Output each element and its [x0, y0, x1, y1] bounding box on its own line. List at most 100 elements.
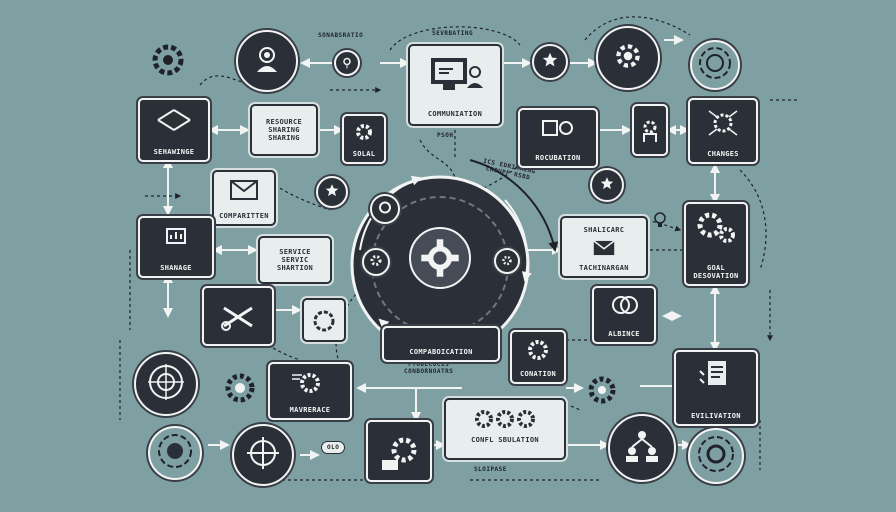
- node-target-top-right[interactable]: [690, 40, 740, 90]
- box-conation[interactable]: CONATION: [510, 330, 566, 384]
- coin-icon: [609, 293, 639, 319]
- caption-small-3: PTODECOCIS CONBORNOATRS: [404, 361, 454, 375]
- box-service-sharing[interactable]: SERVICE SERVIC SHARTION: [258, 236, 332, 284]
- label-conation: CONATION: [519, 370, 557, 378]
- label-compaboication: COMPABOICATION: [409, 348, 473, 356]
- hierarchy-icon: [624, 429, 660, 467]
- hub-node-3[interactable]: [494, 248, 520, 274]
- box-sharwing[interactable]: SEHAWINGE: [138, 98, 210, 162]
- node-target-left[interactable]: [134, 352, 198, 416]
- label-changes: CHANGES: [707, 150, 739, 158]
- gear-icon: [639, 118, 661, 146]
- box-gear-truck[interactable]: [366, 420, 432, 482]
- box-mavrerace[interactable]: MAVRERACE: [268, 362, 352, 420]
- label-evilivation: EVILIVATION: [691, 412, 741, 420]
- caption-small-4: SLOIPASE: [474, 466, 507, 473]
- box-evilivation[interactable]: EVILIVATION: [674, 350, 758, 426]
- label-rocubation: ROCUBATION: [535, 154, 581, 162]
- gear-icon: [694, 209, 738, 247]
- label-resource-sharing: RESOURCE SHARING SHARING: [265, 118, 303, 142]
- gear-icon: [584, 376, 620, 412]
- caption-small-5: OLO: [321, 441, 346, 454]
- gear-icon: [369, 253, 383, 272]
- target-icon: [378, 200, 392, 219]
- hub-node-2[interactable]: [362, 248, 390, 276]
- gear-icon: [612, 40, 644, 76]
- network-icon: [243, 433, 283, 477]
- gear-icon: [525, 337, 551, 365]
- label-compartiten: COMPARITTEN: [219, 212, 269, 220]
- caption-small-1: PSOH: [437, 132, 454, 139]
- node-network-bottom[interactable]: [232, 424, 294, 486]
- label-conflict: CONFL SBULATION: [471, 436, 539, 444]
- target-icon: [155, 431, 195, 475]
- node-star-left[interactable]: [316, 176, 348, 208]
- caption-top-left: SONABSRATIO: [318, 32, 364, 39]
- chart-icon: [161, 223, 191, 251]
- gear-cluster-top-left: [146, 38, 190, 82]
- star-icon: [600, 176, 614, 195]
- puzzle-icon: [539, 115, 577, 145]
- node-hierarchy[interactable]: [608, 414, 676, 482]
- label-shalicarc: SHALICARC: [583, 226, 625, 234]
- person-icon: [252, 44, 282, 78]
- box-puzzle[interactable]: [302, 298, 346, 342]
- node-location[interactable]: [334, 50, 360, 76]
- gear-icon: [146, 44, 190, 86]
- gear-icon: [353, 121, 375, 145]
- box-tools[interactable]: [202, 286, 274, 346]
- envelope-icon: [230, 180, 258, 202]
- node-star-right[interactable]: [590, 168, 624, 202]
- star-icon: [325, 183, 339, 202]
- target-icon: [696, 44, 734, 86]
- label-communication: COMMUNIATION: [427, 110, 483, 118]
- node-target-bottom-right[interactable]: [688, 428, 744, 484]
- node-star-top[interactable]: [532, 44, 568, 80]
- box-social[interactable]: SOLAL: [342, 114, 386, 164]
- gear-icon: [501, 252, 513, 271]
- node-gears-top[interactable]: [596, 26, 660, 90]
- node-target-bottom-left[interactable]: [148, 426, 202, 480]
- gear-icon: [290, 369, 330, 399]
- box-shalicarc[interactable]: SHALICARC TACHINARGAN: [560, 216, 648, 278]
- envelope-icon: [593, 240, 615, 258]
- network-icon: [703, 105, 743, 143]
- node-person-target[interactable]: [236, 30, 298, 92]
- monitor-icon: [425, 56, 485, 102]
- document-icon: [696, 357, 736, 393]
- box-rocubation[interactable]: ROCUBATION: [518, 108, 598, 168]
- lightbulb-icon: [654, 212, 666, 232]
- star-icon: [542, 52, 558, 72]
- box-hand-gear[interactable]: [632, 104, 668, 156]
- label-service-sharing: SERVICE SERVIC SHARTION: [276, 248, 314, 272]
- network-icon: [154, 105, 194, 137]
- label-social: SOLAL: [352, 150, 376, 158]
- label-goal-desovation: GOAL DESOVATION: [693, 264, 739, 280]
- gear-icon: [220, 373, 260, 412]
- box-compartiten[interactable]: COMPARITTEN: [212, 170, 276, 226]
- label-mavrerace: MAVRERACE: [289, 406, 331, 414]
- caption-top-mid: SEVRBATING: [432, 30, 474, 37]
- box-shanage[interactable]: SHANAGE: [138, 216, 214, 278]
- box-goal-desovation[interactable]: GOAL DESOVATION: [684, 202, 748, 286]
- hub-node-1[interactable]: [370, 194, 400, 224]
- gear-cluster-left: [220, 368, 260, 412]
- gear-icon: [378, 432, 420, 476]
- label-tachinargan: TACHINARGAN: [579, 264, 629, 272]
- box-communication[interactable]: COMMUNIATION: [408, 44, 502, 126]
- box-resource-sharing[interactable]: RESOURCE SHARING SHARING: [250, 104, 318, 156]
- puzzle-icon: [311, 308, 337, 336]
- link-icon: [218, 302, 258, 334]
- box-conflict[interactable]: CONFL SBULATION: [444, 398, 566, 460]
- box-compaboication[interactable]: COMPABOICATION: [382, 326, 500, 362]
- hub-gear-icon: [418, 236, 462, 280]
- gear-icon: [470, 408, 540, 432]
- target-icon: [146, 362, 186, 406]
- box-changes[interactable]: CHANGES: [688, 98, 758, 164]
- target-icon: [695, 433, 737, 479]
- pin-icon: [341, 54, 353, 73]
- label-shanage: SHANAGE: [160, 264, 192, 272]
- box-albince[interactable]: ALBINCE: [592, 286, 656, 344]
- label-albince: ALBINCE: [608, 330, 640, 338]
